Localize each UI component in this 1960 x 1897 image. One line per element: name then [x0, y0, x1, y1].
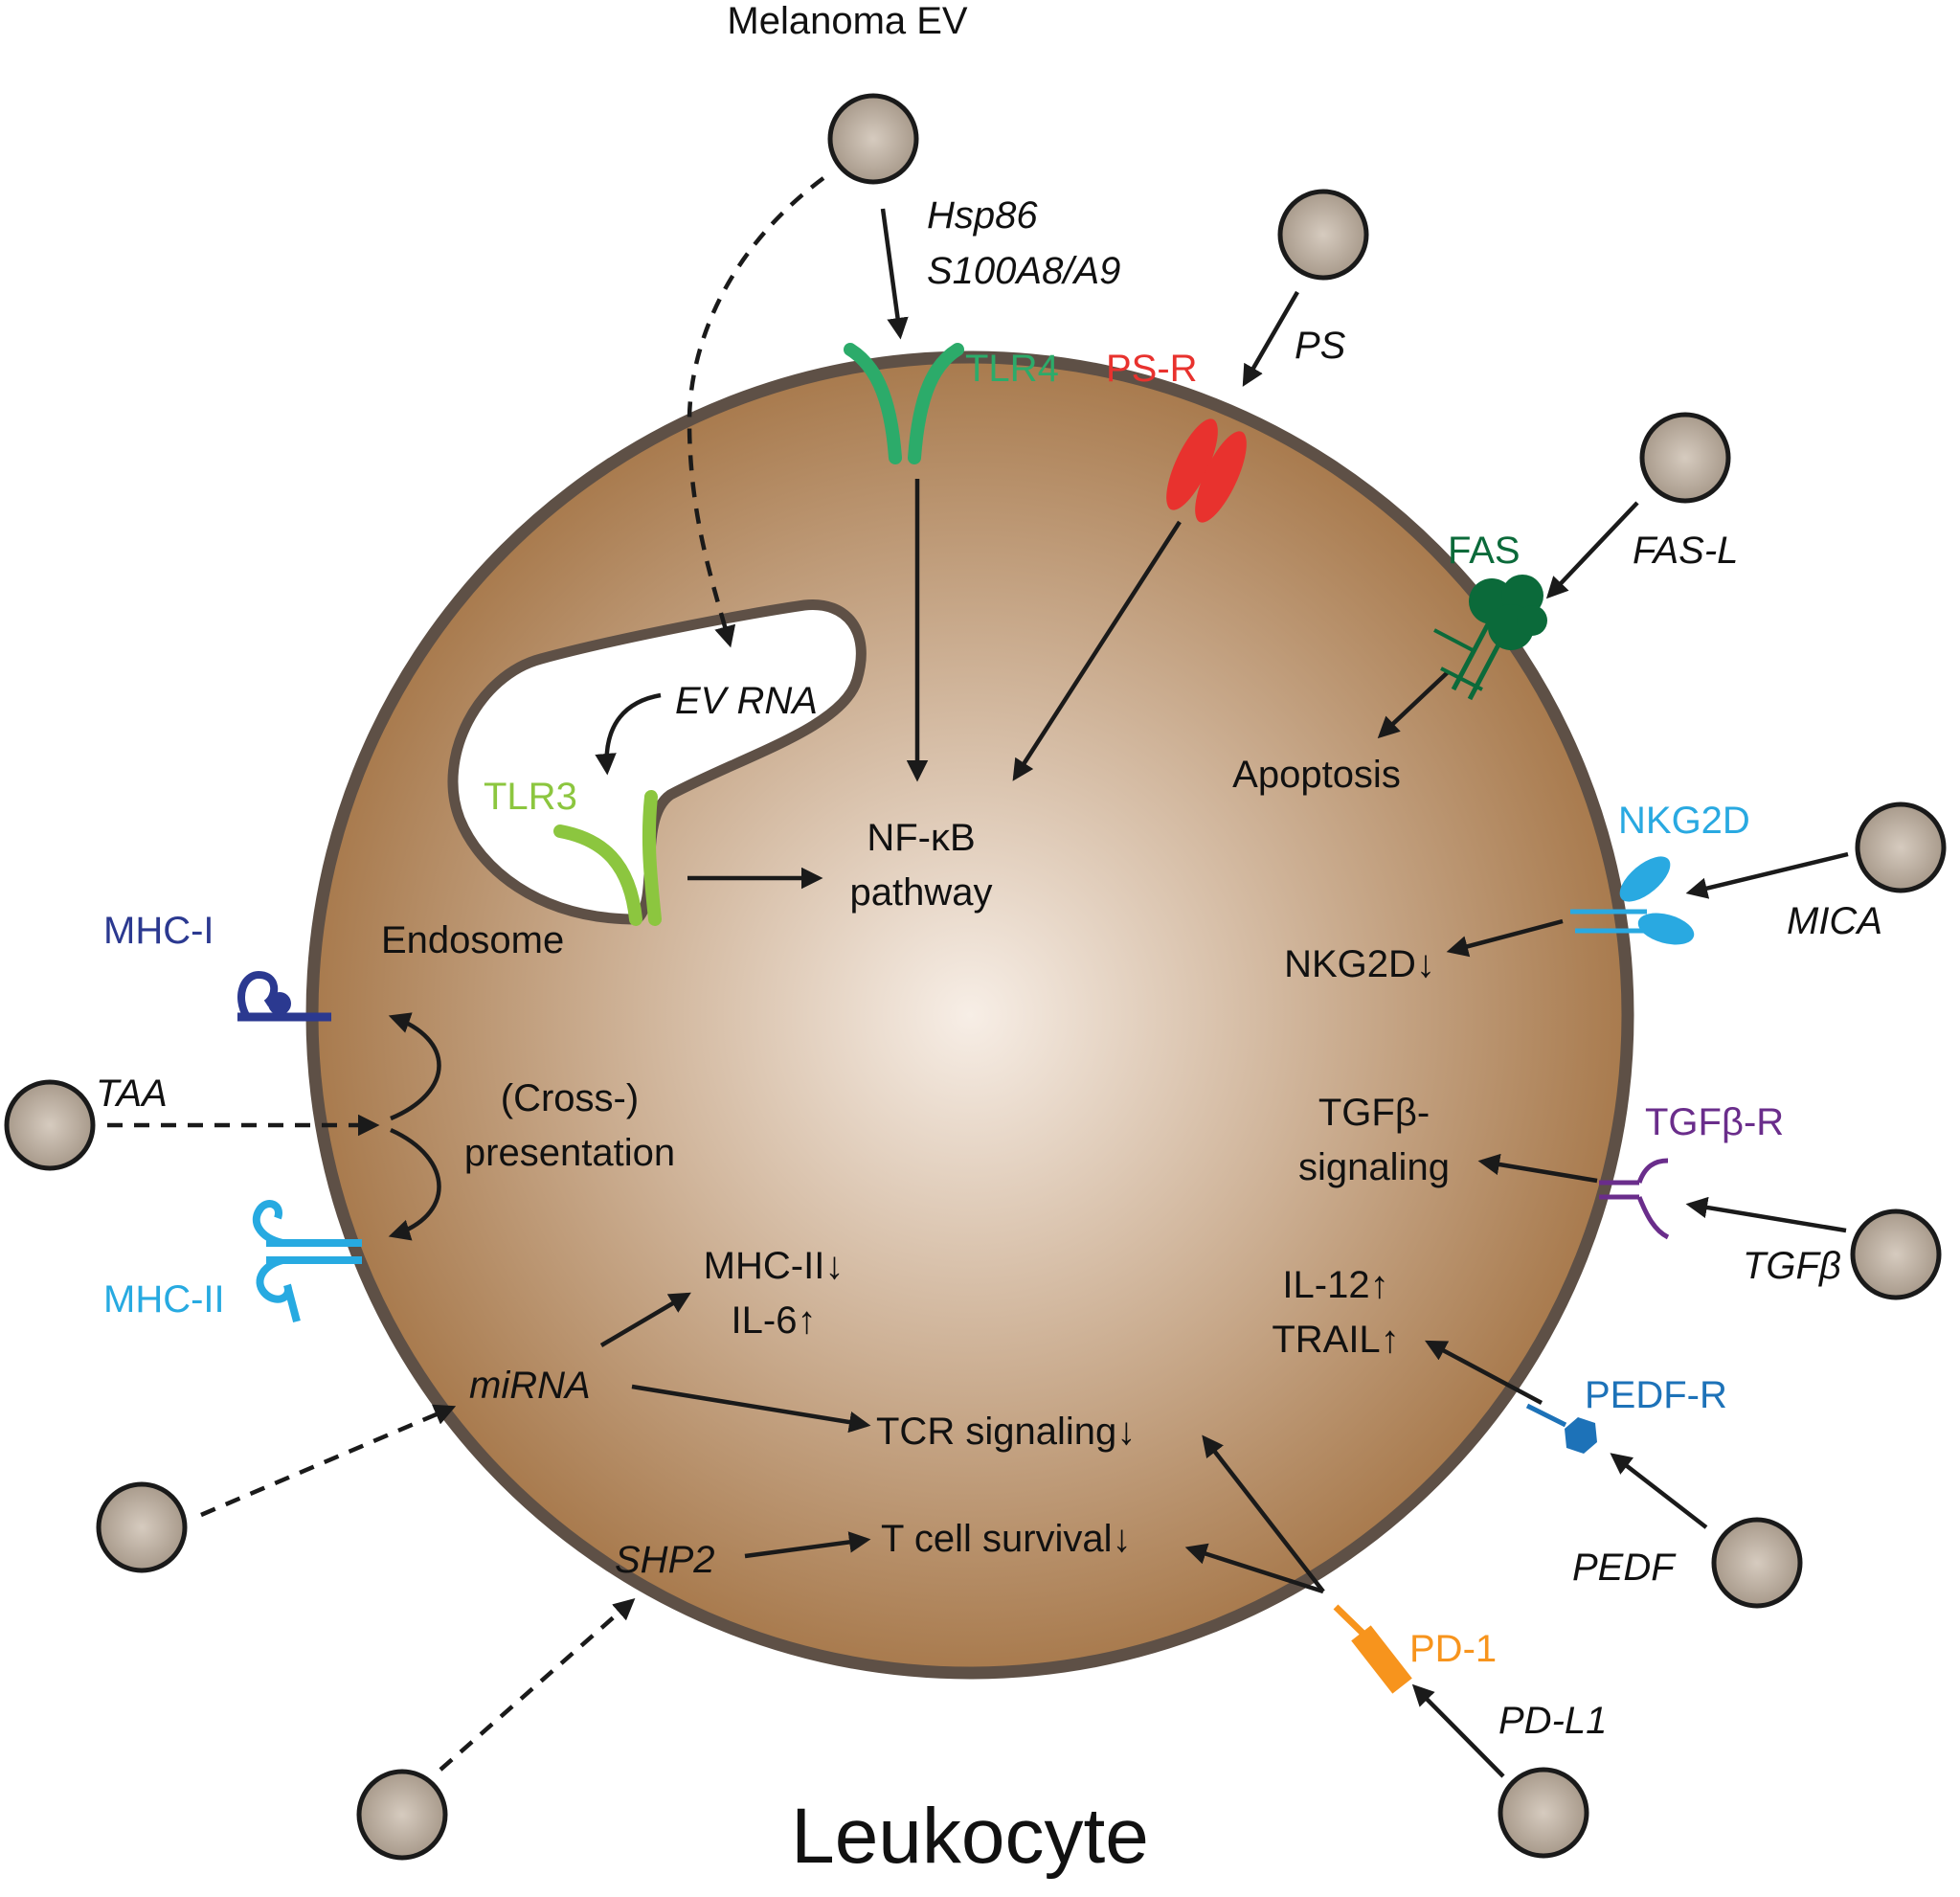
- pd1-label: PD-1: [1409, 1628, 1497, 1670]
- endosome-label: Endosome: [381, 919, 564, 961]
- mhc1-molecule-icon: [237, 970, 331, 1022]
- tcr-signaling-label: TCR signaling↓: [876, 1411, 1136, 1453]
- arrow-fas-to-apoptosis: [1377, 670, 1450, 739]
- ev-taa: [4, 1079, 96, 1171]
- mhc2-down-label: MHC-II↓: [704, 1245, 845, 1287]
- ev-fasl: [1639, 412, 1731, 504]
- ev-mirna: [96, 1481, 188, 1573]
- arrow-mirna-to-mhc2: [599, 1292, 691, 1347]
- arrow-pdl1-to-pd1: [1411, 1683, 1505, 1778]
- ev-mica: [1855, 802, 1947, 893]
- arrow-psr-to-nfkb: [1012, 520, 1182, 781]
- apoptosis-label: Apoptosis: [1232, 754, 1401, 796]
- trail-label: TRAIL↑: [1272, 1319, 1399, 1361]
- tgfb-signaling-line2: signaling: [1298, 1146, 1450, 1188]
- ps-r-label: PS-R: [1106, 348, 1198, 390]
- il6-up-label: IL-6↑: [732, 1299, 817, 1342]
- fas-receptor-icon: [1433, 575, 1547, 701]
- endosome: [447, 599, 867, 925]
- mhc1-label: MHC-I: [103, 910, 214, 952]
- ev-shp2: [356, 1769, 448, 1861]
- arrow-hsp86-to-tlr4: [880, 208, 909, 340]
- ev-ps: [1277, 189, 1369, 281]
- ev-pdl1: [1498, 1767, 1589, 1859]
- taa-label: TAA: [96, 1073, 168, 1115]
- arrow-ps-to-psr: [1242, 290, 1299, 387]
- arrow-pedfr-to-il12: [1425, 1340, 1543, 1405]
- tlr4-receptor-icon: [844, 343, 964, 464]
- ps-r-receptor-icon: [1166, 418, 1247, 523]
- arrow-tgfb-to-receptor: [1685, 1196, 1847, 1233]
- nkg2d-down-label: NKG2D↓: [1284, 943, 1435, 985]
- cross-presentation-line2: presentation: [464, 1132, 675, 1174]
- tgfb-signaling-line1: TGFβ-: [1318, 1092, 1430, 1134]
- arrow-nkg2d-to-down: [1446, 918, 1564, 958]
- arrow-pd1-to-tcr: [1202, 1434, 1325, 1593]
- dashed-ev-to-shp2: [439, 1598, 636, 1772]
- leukocyte-title: Leukocyte: [791, 1793, 1149, 1880]
- tgfb-r-receptor-icon: [1599, 1158, 1670, 1240]
- fas-label: FAS: [1448, 530, 1521, 572]
- ev-pedf: [1711, 1517, 1803, 1609]
- tcell-survival-label: T cell survival↓: [881, 1518, 1132, 1560]
- pd1-receptor-icon: [1333, 1604, 1412, 1694]
- ev-rna-label: EV RNA: [675, 680, 818, 722]
- tlr3-receptor-icon: [553, 790, 662, 926]
- arrow-cross-to-mhc2: [388, 1127, 441, 1241]
- ev-top: [827, 93, 919, 185]
- hsp86-label: Hsp86: [927, 194, 1038, 237]
- nfkb-label-line1: NF-κB: [867, 817, 975, 859]
- pd-l1-label: PD-L1: [1498, 1700, 1607, 1742]
- pedf-r-label: PEDF-R: [1585, 1374, 1727, 1416]
- ps-label: PS: [1295, 325, 1346, 367]
- arrow-shp2-to-tcell: [744, 1531, 871, 1559]
- tgfb-r-label: TGFβ-R: [1645, 1101, 1784, 1143]
- mica-label: MICA: [1787, 900, 1882, 942]
- leukocyte-cell: [305, 350, 1634, 1680]
- arrow-evrna-to-tlr3: [595, 692, 662, 776]
- nkg2d-label: NKG2D: [1618, 800, 1750, 842]
- tgfb-label: TGFβ: [1743, 1245, 1841, 1287]
- arrow-tgfbr-to-signaling: [1477, 1153, 1598, 1184]
- nfkb-label-line2: pathway: [850, 871, 993, 914]
- ev-tgfb: [1850, 1208, 1942, 1300]
- tlr3-label: TLR3: [484, 776, 577, 818]
- arrow-mirna-to-tcr: [631, 1384, 871, 1434]
- arrow-pd1-to-tcell: [1184, 1543, 1324, 1594]
- nkg2d-receptor-icon: [1570, 856, 1695, 945]
- mhc2-molecule-icon: [252, 1200, 362, 1323]
- melanoma-ev-label: Melanoma EV: [727, 0, 968, 42]
- dashed-ev-to-mirna: [200, 1404, 457, 1518]
- pedf-label: PEDF: [1572, 1547, 1677, 1589]
- arrow-mica-to-nkg2d: [1685, 851, 1849, 899]
- mirna-label: miRNA: [469, 1365, 591, 1407]
- arrow-fasl-to-fas: [1545, 501, 1639, 599]
- arrow-cross-to-mhc1: [388, 1012, 441, 1121]
- pedf-r-receptor-icon: [1525, 1403, 1597, 1454]
- shp2-label: SHP2: [615, 1539, 715, 1581]
- mhc2-label: MHC-II: [103, 1278, 225, 1321]
- fas-l-label: FAS-L: [1633, 530, 1738, 572]
- arrow-pedf-to-pedfr: [1610, 1453, 1708, 1529]
- il12-label: IL-12↑: [1282, 1264, 1388, 1306]
- s100-label: S100A8/A9: [927, 250, 1120, 292]
- tlr4-label: TLR4: [965, 348, 1059, 390]
- cross-presentation-line1: (Cross-): [501, 1077, 639, 1119]
